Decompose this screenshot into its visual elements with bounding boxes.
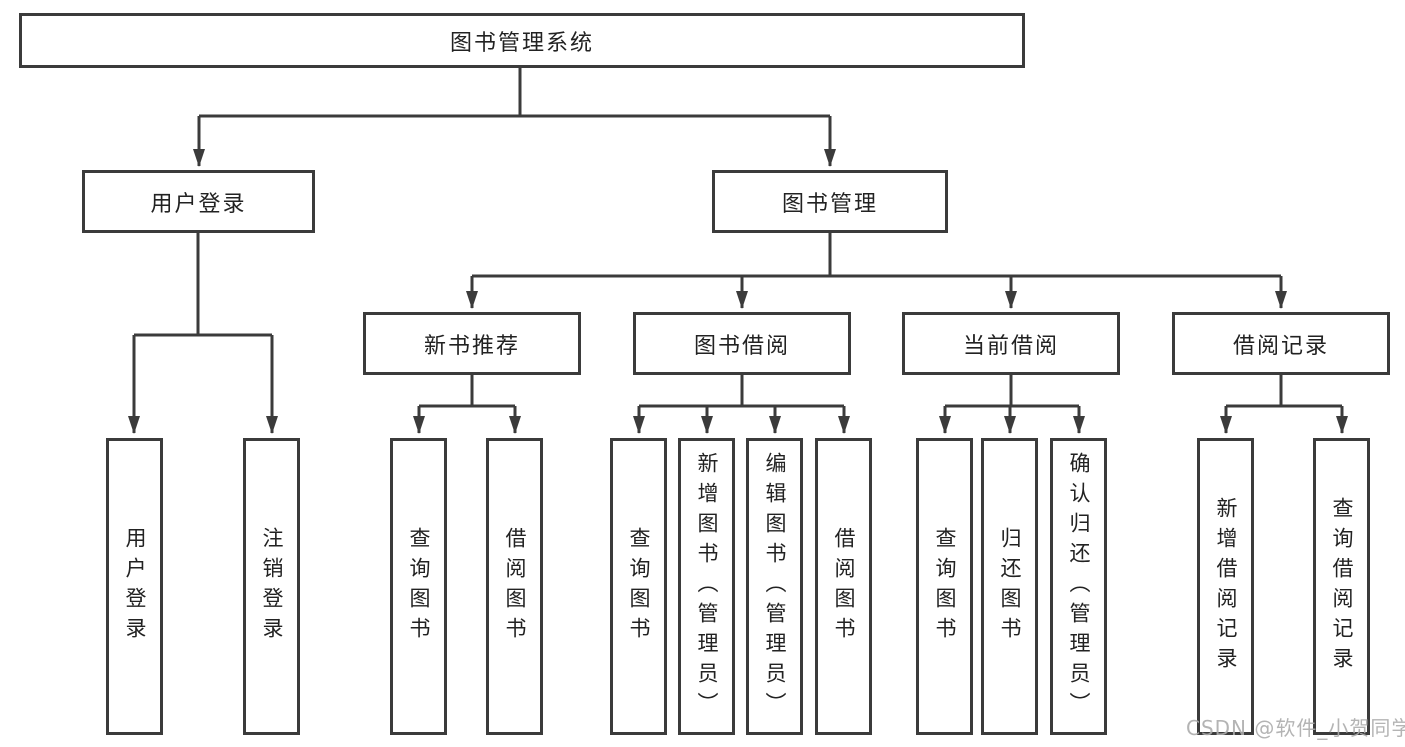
node-root-label: 图书管理系统: [449, 30, 594, 56]
node-borrow-record: 借阅记录: [1172, 312, 1390, 375]
node-root: 图书管理系统: [19, 13, 1025, 68]
leaf-query-book-recommend-label: 查询图书: [407, 526, 431, 647]
leaf-return-book: 归还图书: [981, 438, 1038, 735]
leaf-add-book-admin-label: 新增图书（管理员）: [695, 451, 719, 722]
leaf-query-borrow-record-label: 查询借阅记录: [1330, 496, 1354, 677]
leaf-add-book-admin: 新增图书（管理员）: [678, 438, 735, 735]
node-book-management: 图书管理: [712, 170, 948, 233]
leaf-confirm-return-admin-label: 确认归还（管理员）: [1067, 451, 1091, 722]
csdn-watermark: CSDN @软件_小贺同学: [1186, 716, 1405, 740]
leaf-query-book-borrow-label: 查询图书: [627, 526, 651, 647]
node-current-borrow-label: 当前借阅: [962, 333, 1059, 359]
leaf-return-book-label: 归还图书: [998, 526, 1022, 647]
node-user-login-label: 用户登录: [150, 191, 247, 217]
leaf-user-login-label: 用户登录: [123, 526, 147, 647]
node-current-borrow: 当前借阅: [902, 312, 1120, 375]
node-book-management-label: 图书管理: [781, 191, 878, 217]
leaf-query-borrow-record: 查询借阅记录: [1313, 438, 1370, 735]
leaf-user-login: 用户登录: [106, 438, 163, 735]
node-new-book-recommend-label: 新书推荐: [423, 333, 520, 359]
node-book-borrow-label: 图书借阅: [693, 333, 790, 359]
leaf-borrow-book-label: 借阅图书: [832, 526, 856, 647]
leaf-borrow-book-recommend-label: 借阅图书: [503, 526, 527, 647]
node-borrow-record-label: 借阅记录: [1232, 333, 1329, 359]
leaf-add-borrow-record: 新增借阅记录: [1197, 438, 1254, 735]
leaf-edit-book-admin-label: 编辑图书（管理员）: [763, 451, 787, 722]
node-new-book-recommend: 新书推荐: [363, 312, 581, 375]
leaf-query-book-current: 查询图书: [916, 438, 973, 735]
leaf-confirm-return-admin: 确认归还（管理员）: [1050, 438, 1107, 735]
leaf-borrow-book-recommend: 借阅图书: [486, 438, 543, 735]
node-book-borrow: 图书借阅: [633, 312, 851, 375]
leaf-borrow-book: 借阅图书: [815, 438, 872, 735]
node-user-login: 用户登录: [82, 170, 315, 233]
connector-skeleton: [134, 68, 1342, 408]
leaf-query-book-current-label: 查询图书: [933, 526, 957, 647]
leaf-add-borrow-record-label: 新增借阅记录: [1214, 496, 1238, 677]
leaf-edit-book-admin: 编辑图书（管理员）: [746, 438, 803, 735]
leaf-query-book-borrow: 查询图书: [610, 438, 667, 735]
leaf-logout-login: 注销登录: [243, 438, 300, 735]
leaf-logout-login-label: 注销登录: [260, 526, 284, 647]
leaf-query-book-recommend: 查询图书: [390, 438, 447, 735]
connector-arrows: [128, 116, 1348, 434]
